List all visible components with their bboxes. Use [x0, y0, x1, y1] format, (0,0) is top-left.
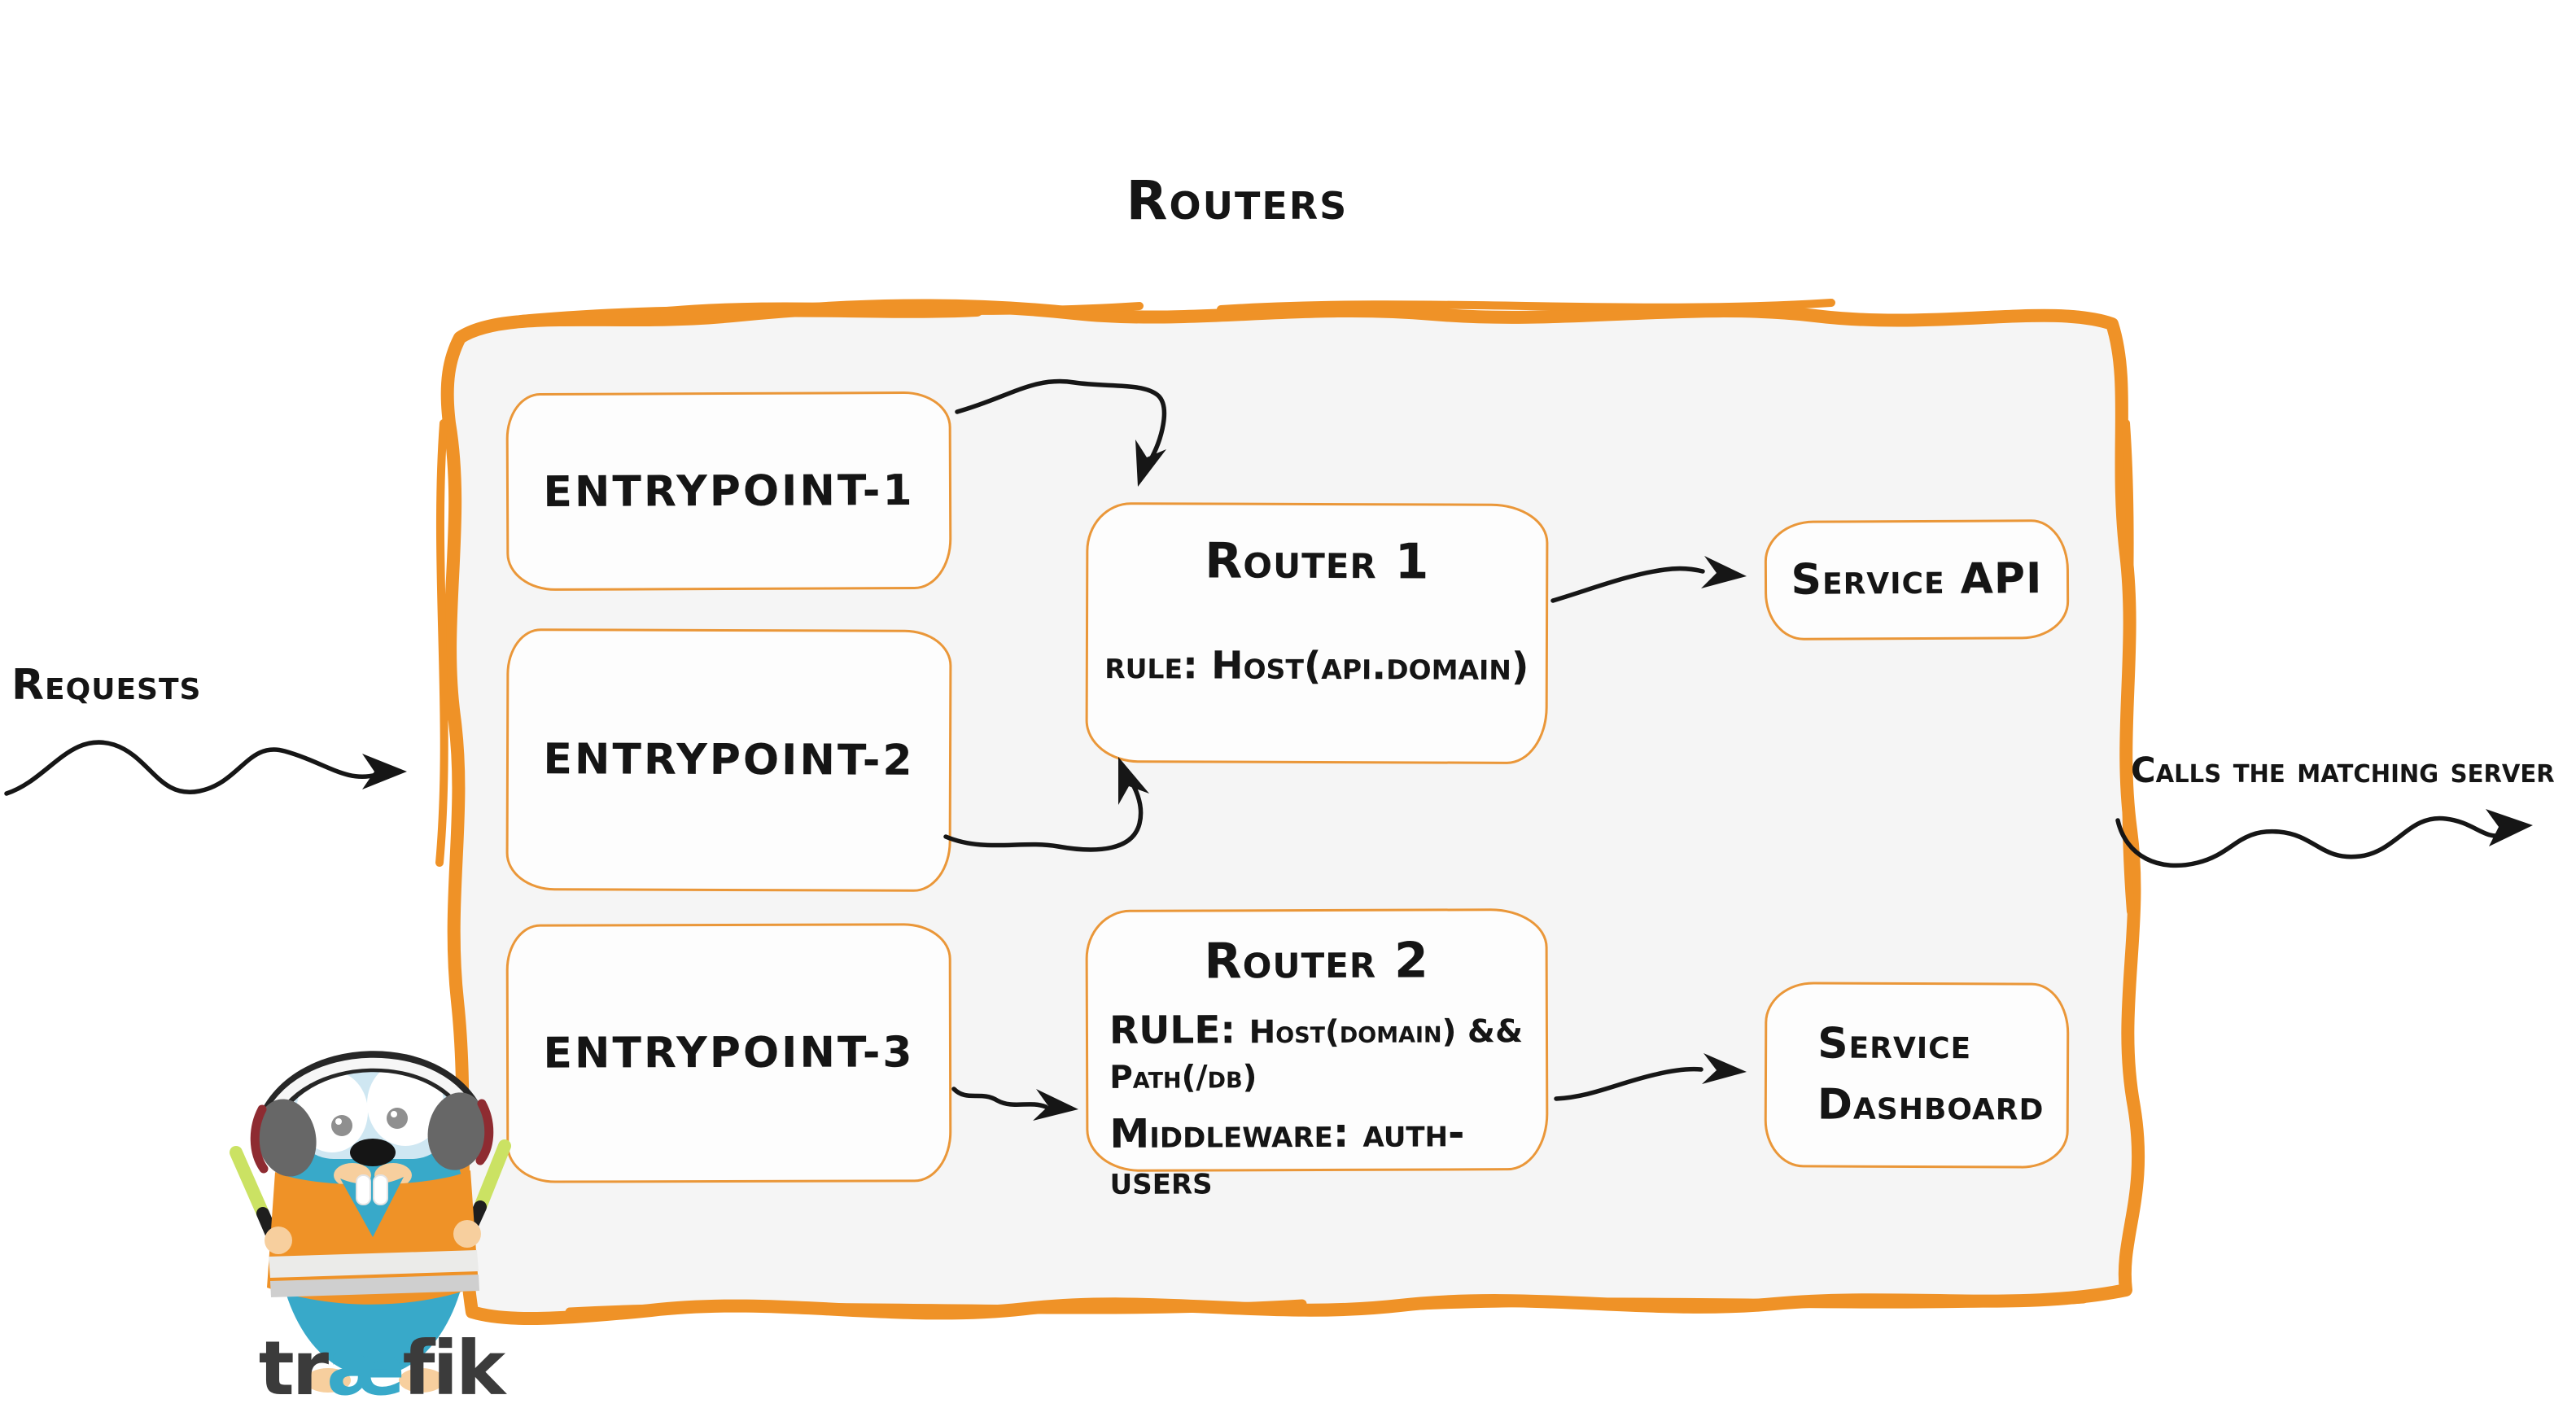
gopher-nose: [350, 1139, 396, 1166]
requests-label: Requests: [11, 661, 202, 710]
arrow-router1-to-service-api: [1550, 556, 1747, 603]
traefik-wordmark-start: tr: [258, 1325, 329, 1408]
diagram-title: Routers: [1126, 169, 1349, 232]
arrow-entrypoint2-to-router1: [943, 757, 1149, 852]
gopher-vest: [267, 1170, 479, 1305]
traefik-wordmark-end: fik: [402, 1325, 506, 1408]
gopher-feet: [305, 1368, 444, 1393]
traefik-wordmark-ae-ligature: æ: [326, 1325, 405, 1408]
traefik-wordmark: træfik: [218, 1331, 544, 1406]
arrow-entrypoint1-to-router1: [955, 378, 1167, 487]
requests-arrow: [4, 740, 407, 796]
calls-arrow: [2115, 809, 2533, 868]
arrow-router2-to-service-dashboard: [1554, 1053, 1747, 1101]
gopher-teeth: [356, 1174, 388, 1205]
gopher-hands: [265, 1220, 481, 1254]
arrow-entrypoint3-to-router2: [951, 1087, 1078, 1121]
traefik-gopher-logo: [230, 1051, 511, 1393]
calls-matching-server-label: Calls the matching server: [2131, 750, 2555, 791]
gopher-headphones: [250, 1051, 494, 1177]
